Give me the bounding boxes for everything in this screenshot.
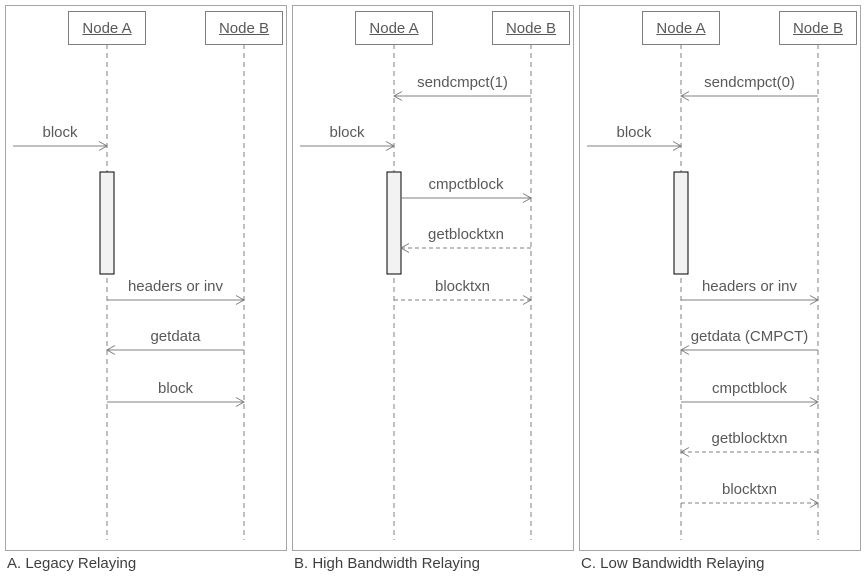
arrowhead [399,243,410,253]
node-a-label: Node A [656,19,706,37]
arrowhead [679,345,690,355]
node-b-label: Node B [218,19,270,37]
node-a-box: Node A [68,11,146,45]
arrowhead [679,447,690,457]
panel-caption-high-bandwidth: B. High Bandwidth Relaying [294,555,480,572]
arrowhead [385,141,396,151]
node-a-label: Node A [82,19,132,37]
sequence-wires [587,44,820,540]
arrowhead [235,295,246,305]
arrowhead [522,193,533,203]
activation-bar [673,171,689,275]
node-a-label: Node A [369,19,419,37]
arrowhead [235,397,246,407]
activation-bar [99,171,115,275]
sequence-wires [13,44,246,540]
node-a-box: Node A [355,11,433,45]
node-b-box: Node B [779,11,857,45]
arrowhead [672,141,683,151]
node-b-label: Node B [792,19,844,37]
panel-caption-legacy: A. Legacy Relaying [7,555,137,572]
panel-caption-low-bandwidth: C. Low Bandwidth Relaying [581,555,765,572]
arrowhead [392,91,403,101]
arrowhead [809,498,820,508]
node-a-box: Node A [642,11,720,45]
sequence-wires [300,44,533,540]
node-b-label: Node B [505,19,557,37]
arrowhead [522,295,533,305]
activation-bar [386,171,402,275]
arrowhead [679,91,690,101]
arrowhead [105,345,116,355]
arrowhead [98,141,109,151]
arrowhead [809,397,820,407]
arrowhead [809,295,820,305]
